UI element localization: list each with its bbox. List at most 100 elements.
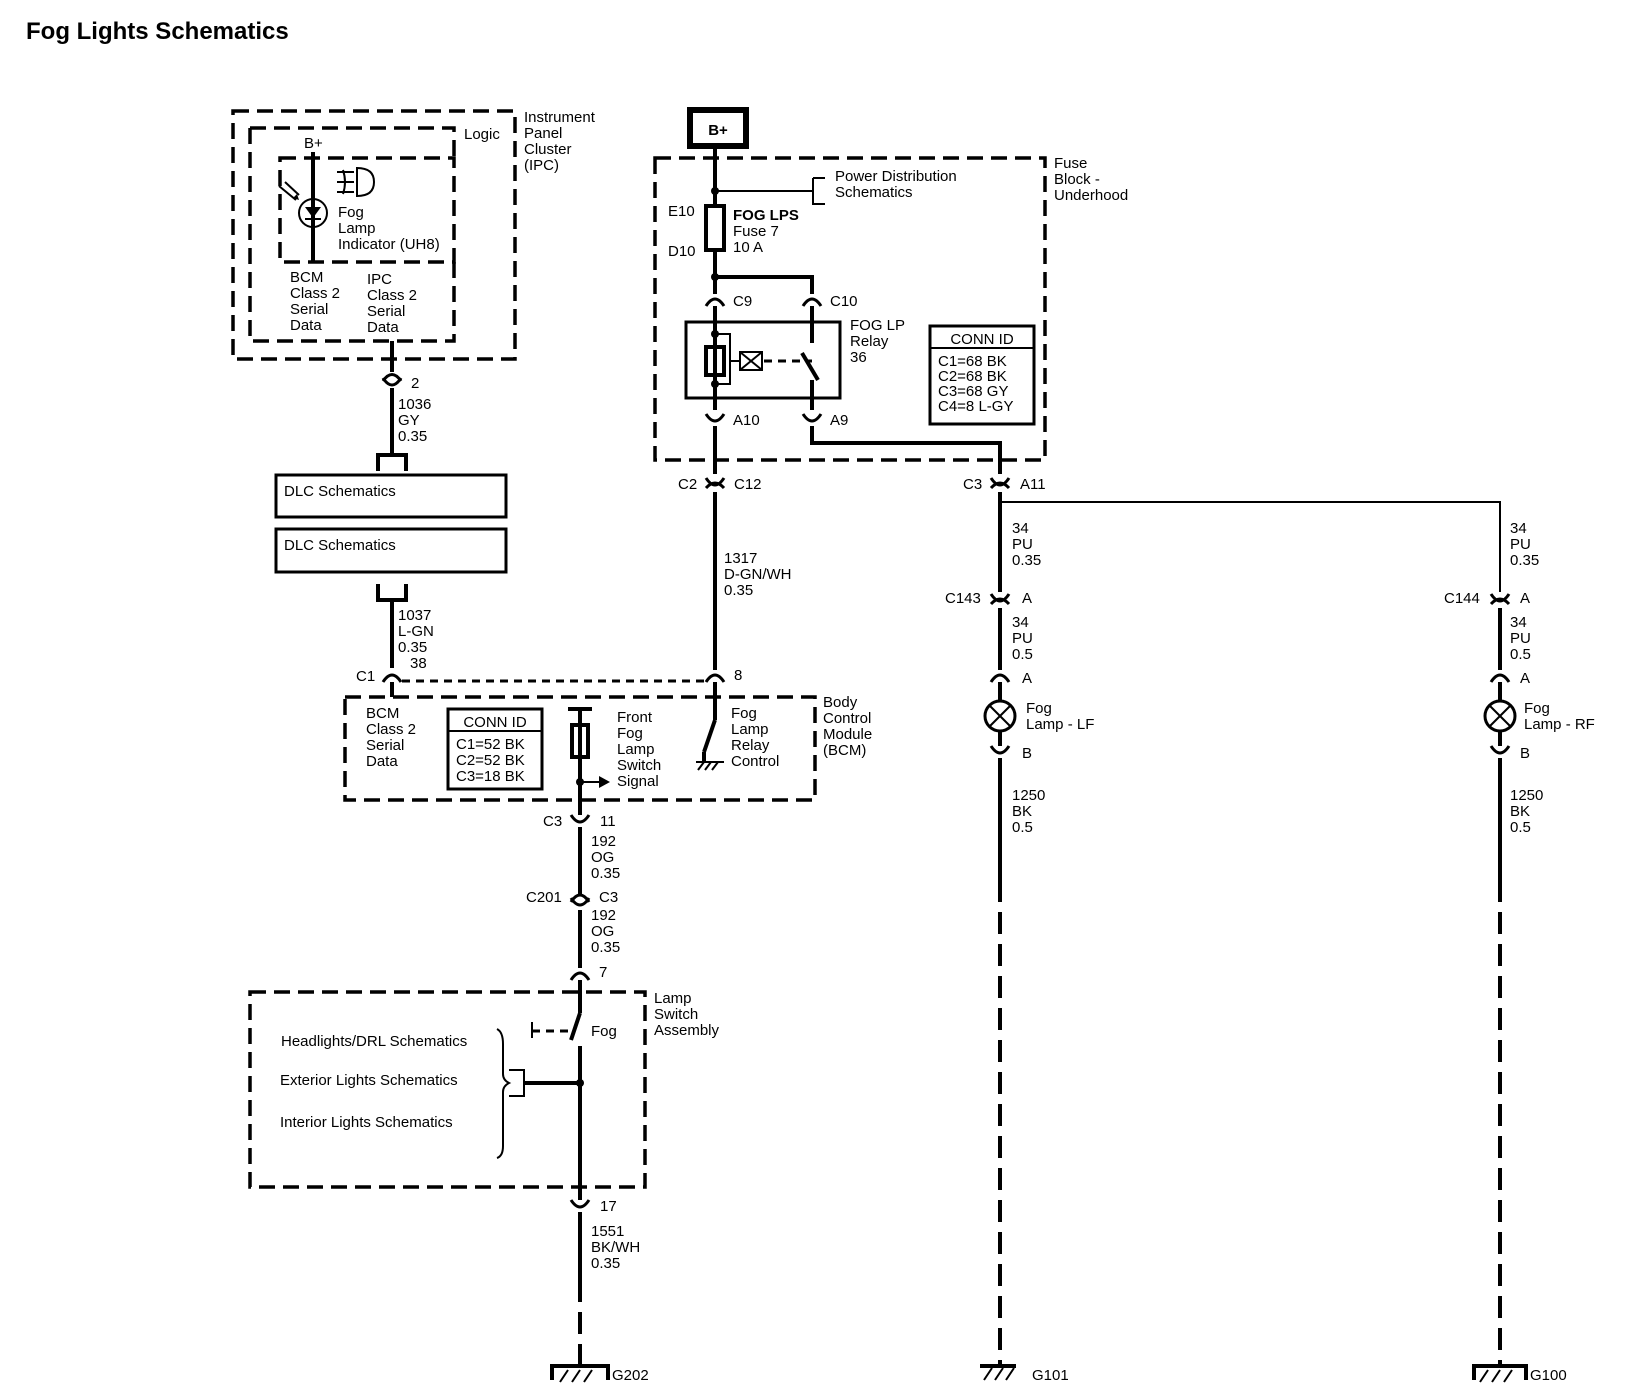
connector-c144: [1489, 593, 1511, 606]
relay-c9-label: C9: [733, 293, 752, 310]
power-distribution-schematics-label[interactable]: Power Distribution Schematics: [835, 168, 961, 201]
fog-lamp-lf-label: Fog Lamp - LF: [1026, 700, 1094, 733]
headlights-drl-schematics-link[interactable]: Headlights/DRL Schematics: [281, 1033, 467, 1050]
fuse-e10-label: E10: [668, 203, 695, 220]
fuse-fog-lps-label: FOG LPS Fuse 7 10 A: [733, 207, 803, 256]
connector-c3-a11: [989, 477, 1011, 490]
interior-lights-schematics-link[interactable]: Interior Lights Schematics: [280, 1114, 453, 1131]
connector-lf-lamp-pin-a: [989, 673, 1011, 683]
connector-a9: [801, 413, 823, 423]
lf-wire-top-label: 34 PU 0.35: [1012, 520, 1041, 569]
rf-conn-label: C144: [1444, 590, 1480, 607]
lf-lamp-pin-a-label: A: [1022, 670, 1032, 687]
bcm-c1-label: C1: [356, 668, 375, 685]
wire-192-upper-label: 192 OG 0.35: [591, 833, 620, 882]
bcm-conn-id-values: C1=52 BK C2=52 BK C3=18 BK: [456, 736, 529, 785]
fog-lamp-indicator-label: Fog Lamp Indicator (UH8): [338, 204, 440, 253]
connector-lamp-switch-pin-17: [569, 1199, 591, 1209]
fuse-block-name-label: Fuse Block - Underhood: [1054, 155, 1128, 204]
bcm-name-label: Body Control Module (BCM): [823, 694, 876, 759]
connector-lamp-switch-pin-7: [569, 971, 591, 981]
relay-a10-label: A10: [733, 412, 760, 429]
dlc-schematics-box-2[interactable]: [274, 527, 508, 574]
ipc-logic-label: Logic: [464, 126, 500, 143]
connector-c2-c12: [704, 477, 726, 490]
front-fog-lamp-switch-signal-label: Front Fog Lamp Switch Signal: [617, 709, 665, 790]
rf-wire-mid-label: 34 PU 0.5: [1510, 614, 1535, 663]
connector-rf-lamp-pin-a: [1489, 673, 1511, 683]
battery-bplus-terminal: [687, 107, 749, 149]
ipc-serial-data-label: IPC Class 2 Serial Data: [367, 271, 421, 336]
fog-lamp-lf-bulb-icon: [983, 682, 1017, 746]
c201-c3-label: C3: [599, 889, 618, 906]
ipc-bcm-serial-data-label: BCM Class 2 Serial Data: [290, 269, 344, 334]
ipc-bplus-label: B+: [304, 135, 323, 152]
led-rays-icon: [278, 181, 300, 201]
fog-switch-contact: [531, 980, 584, 1200]
c201-label: C201: [526, 889, 562, 906]
conn-a11-label: A11: [1020, 476, 1046, 493]
connector-c201: [569, 893, 591, 907]
fog-lp-relay: [684, 306, 842, 410]
ipc-pin-2-label: 2: [411, 375, 419, 392]
lamp-switch-fog-label: Fog: [591, 1023, 617, 1040]
fog-lamp-icon: [337, 166, 376, 198]
rf-lamp-pin-a-label: A: [1520, 670, 1530, 687]
exterior-lights-schematics-link[interactable]: Exterior Lights Schematics: [280, 1072, 458, 1089]
fog-lamp-rf-label: Fog Lamp - RF: [1524, 700, 1595, 733]
ipc-module: [231, 109, 517, 372]
ground-g101-label: G101: [1032, 1367, 1069, 1384]
conn-c2-label: C2: [678, 476, 697, 493]
conn-c3-label: C3: [963, 476, 982, 493]
bcm-pin-11-label: 11: [600, 813, 616, 830]
ipc-name-label: Instrument Panel Cluster (IPC): [524, 109, 599, 174]
ground-g202-icon: [550, 1364, 610, 1383]
fuse-block-conn-id-values: C1=68 BK C2=68 BK C3=68 GY C4=8 L-GY: [938, 353, 1013, 415]
schematics-reference-bracket: [496, 1028, 580, 1159]
bcm-conn-id-table: [446, 707, 544, 791]
front-fog-lamp-switch-input: [568, 707, 610, 814]
ground-g202-label: G202: [612, 1367, 649, 1384]
lamp-switch-pin-7-label: 7: [599, 964, 607, 981]
lamp-switch-pin-17-label: 17: [600, 1198, 617, 1215]
bcm-pin-8-label: 8: [734, 667, 742, 684]
fuse-block-conn-id-table: [928, 324, 1036, 426]
fuse-block-underhood: [653, 156, 1047, 462]
rf-lamp-pin-b-label: B: [1520, 745, 1530, 762]
lamp-switch-assembly: [248, 990, 647, 1189]
bcm-serial-data-label: BCM Class 2 Serial Data: [366, 705, 420, 770]
fog-lamp-relay-control-label: Fog Lamp Relay Control: [731, 705, 779, 770]
lf-wire-bottom-label: 1250 BK 0.5: [1012, 787, 1050, 836]
fuse-fog-lps: [704, 204, 726, 252]
dlc-schematics-box-1[interactable]: [274, 473, 508, 519]
connector-lf-lamp-pin-b: [989, 745, 1011, 755]
fuse-block-conn-id-title: CONN ID: [950, 331, 1014, 348]
fog-lp-relay-label: FOG LP Relay 36: [850, 317, 909, 366]
rf-wire-top-label: 34 PU 0.35: [1510, 520, 1539, 569]
bcm-c3-label: C3: [543, 813, 562, 830]
page-title: Fog Lights Schematics: [26, 18, 289, 45]
relay-a9-label: A9: [830, 412, 848, 429]
wire-1317-label: 1317 D-GN/WH 0.35: [724, 550, 796, 599]
rf-wire-bottom-label: 1250 BK 0.5: [1510, 787, 1548, 836]
bcm-conn-id-title: CONN ID: [463, 714, 527, 731]
connector-c143: [989, 593, 1011, 606]
wire-1036-label: 1036 GY 0.35: [398, 396, 436, 445]
connector-rf-lamp-pin-b: [1489, 745, 1511, 755]
fog-lamp-relay-control-driver: [696, 682, 724, 771]
connector-c10: [801, 297, 823, 307]
ground-g100-label: G100: [1530, 1367, 1567, 1384]
relay-c10-label: C10: [830, 293, 858, 310]
fuse-d10-label: D10: [668, 243, 696, 260]
connector-ipc-pin-2: [381, 373, 403, 387]
lf-lamp-pin-b-label: B: [1022, 745, 1032, 762]
wire-1037-label: 1037 L-GN 0.35 38: [398, 607, 438, 672]
connector-bcm-c3-pin-11: [569, 814, 591, 824]
dlc-schematics-label-2[interactable]: DLC Schematics: [284, 537, 396, 554]
dlc-schematics-label-1[interactable]: DLC Schematics: [284, 483, 396, 500]
bcm-connectors: [381, 673, 726, 683]
ground-g101-icon: [980, 1364, 1016, 1381]
conn-c12-label: C12: [734, 476, 762, 493]
connector-c9: [704, 297, 726, 307]
